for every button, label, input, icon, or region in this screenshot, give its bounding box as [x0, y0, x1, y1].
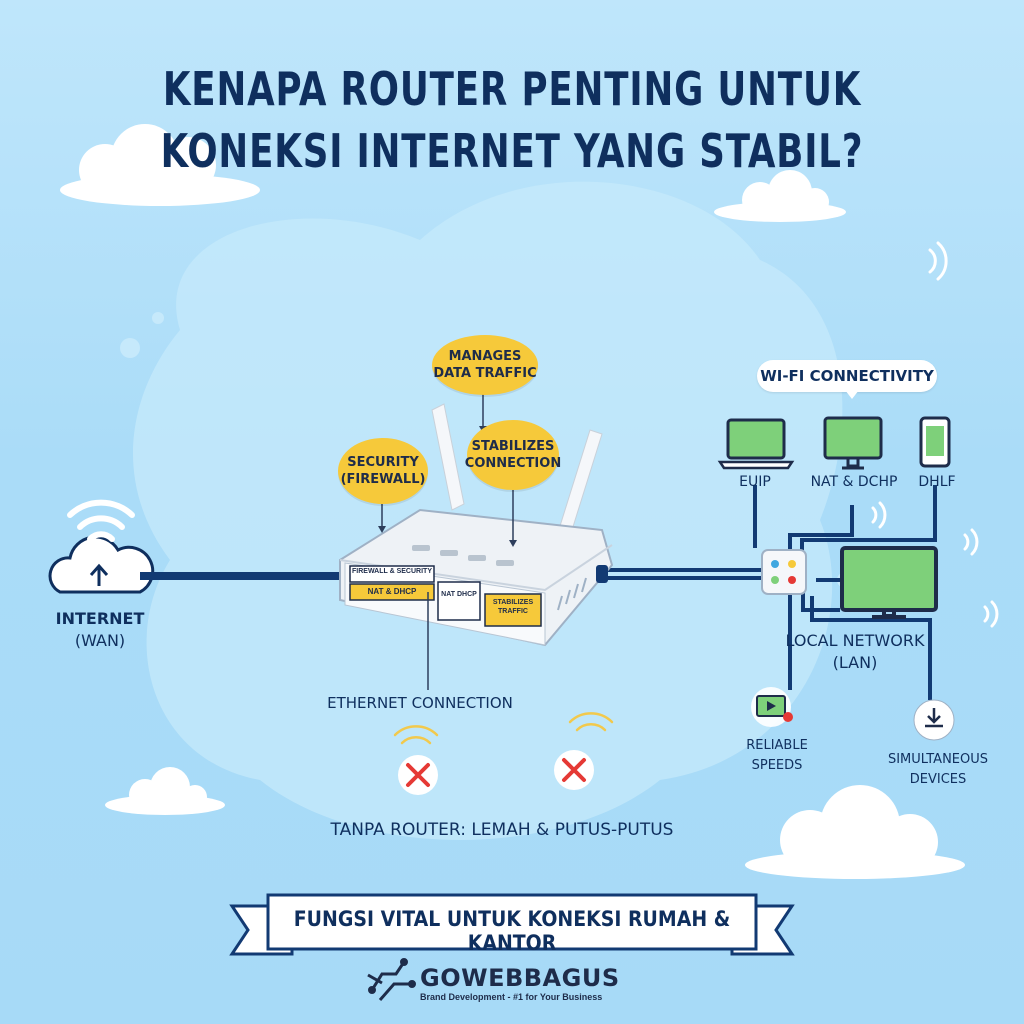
internet-label: INTERNET (WAN) — [50, 608, 150, 652]
reliable-speeds-label: RELIABLE SPEEDS — [732, 736, 822, 776]
brand-logo-icon — [367, 958, 416, 1001]
error-x-icon-right — [554, 750, 594, 790]
ribbon-banner — [229, 893, 795, 956]
lan-line1: LOCAL NETWORK — [785, 631, 925, 650]
bubble-security-line1: SECURITY — [347, 455, 419, 470]
no-router-caption: TANPA ROUTER: LEMAH & PUTUS-PUTUS — [330, 820, 674, 840]
simultaneous-line1: SIMULTANEOUS — [887, 752, 989, 767]
lan-line2: (LAN) — [832, 653, 878, 672]
brand-tagline: Brand Development - #1 for Your Business — [420, 992, 603, 1002]
router-panel-3: NAT DHCP — [441, 591, 477, 598]
ethernet-connection-label: ETHERNET CONNECTION — [327, 694, 513, 712]
laptop-icon — [717, 418, 795, 470]
banner-text: FUNGSI VITAL UNTUK KONEKSI RUMAH & KANTO… — [293, 907, 731, 955]
router-panel-3-box — [437, 581, 481, 621]
simultaneous-devices-label: SIMULTANEOUS DEVICES — [876, 750, 1000, 790]
bubble-security-line2: (FIREWALL) — [340, 472, 426, 487]
lan-cables — [600, 485, 937, 700]
bubble-security-firewall: SECURITY (FIREWALL) — [338, 438, 428, 504]
error-x-icon-left — [398, 755, 438, 795]
desktop-monitor-icon — [823, 416, 883, 470]
bubble-manages-data-traffic: MANAGES DATA TRAFFIC — [432, 335, 538, 395]
device-label-3: DHLF — [918, 474, 956, 490]
router-panel-4-box — [484, 593, 542, 627]
large-monitor-icon — [840, 546, 938, 619]
reliable-line2: SPEEDS — [751, 758, 803, 773]
local-network-label: LOCAL NETWORK (LAN) — [780, 630, 930, 674]
router-panel-2: NAT & DHCP — [367, 587, 417, 596]
router-panel-1-box — [349, 565, 435, 583]
background-blob — [132, 181, 843, 840]
bubble-stabilize-line1: STABILIZES — [471, 439, 555, 454]
cloud-bottom-right — [745, 785, 965, 879]
internet-label-line1: INTERNET — [55, 609, 145, 628]
wifi-waves-icon — [871, 241, 999, 628]
video-play-icon — [751, 687, 793, 727]
cloud-top-right — [714, 170, 846, 222]
cloud-top-left — [60, 124, 260, 206]
bubble-stabilize-line2: CONNECTION — [464, 456, 562, 471]
wifi-signal-icon — [67, 499, 135, 542]
brand-name: GOWEBBAGUS — [420, 964, 620, 992]
device-label-1: EUIP — [739, 474, 771, 490]
router-panel-1: FIREWALL & SECURITY — [352, 568, 432, 575]
network-switch — [761, 549, 807, 595]
reliable-line1: RELIABLE — [746, 738, 808, 753]
title-line-1: KENAPA ROUTER PENTING UNTUK — [162, 62, 862, 116]
weak-signal-icon-left — [393, 725, 439, 745]
title-line-2: KONEKSI INTERNET YANG STABIL? — [160, 124, 864, 178]
router-panel-2-box — [349, 583, 435, 601]
wifi-connectivity-callout: WI-FI CONNECTIVITY — [757, 360, 937, 392]
device-label-2: NAT & DCHP — [810, 474, 898, 490]
internet-cloud-icon — [48, 535, 155, 594]
cloud-bottom-left — [105, 767, 225, 815]
wifi-connectivity-label: WI-FI CONNECTIVITY — [760, 367, 934, 385]
bubble-traffic-line1: MANAGES — [448, 349, 522, 364]
simultaneous-line2: DEVICES — [909, 772, 967, 787]
router-device — [339, 403, 614, 647]
smartphone-icon — [919, 416, 951, 468]
download-icon — [913, 699, 955, 741]
callout-pointer — [845, 390, 859, 399]
bubble-stabilizes-connection: STABILIZES CONNECTION — [464, 420, 562, 490]
page-title: KENAPA ROUTER PENTING UNTUK KONEKSI INTE… — [72, 58, 953, 182]
bubble-traffic-line2: DATA TRAFFIC — [433, 366, 537, 381]
weak-signal-icon-right — [568, 712, 614, 732]
router-panel-4: STABILIZES TRAFFIC — [492, 599, 534, 615]
internet-label-line2: (WAN) — [74, 631, 126, 650]
